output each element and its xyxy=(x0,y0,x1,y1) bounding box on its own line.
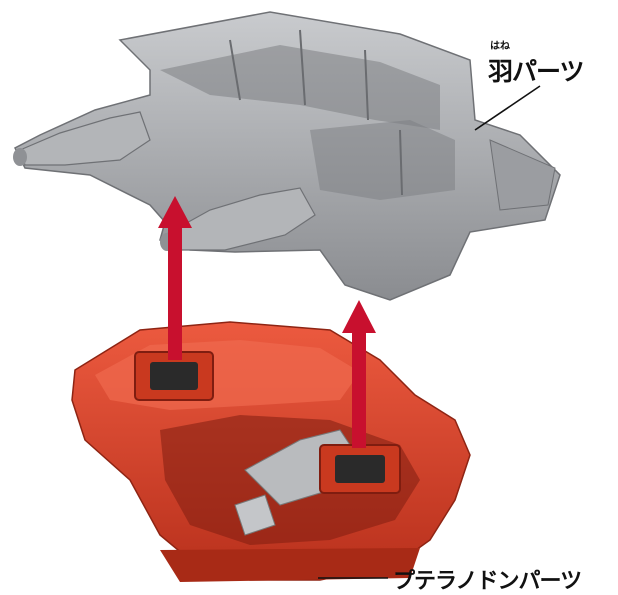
wing-leader-line xyxy=(474,85,541,131)
arrow-right xyxy=(342,300,376,448)
pteranodon-part-label: プテラノドンパーツ xyxy=(393,569,582,594)
wing-part-label: 羽パーツ xyxy=(488,57,585,86)
arrow-left xyxy=(158,196,192,360)
wing-part xyxy=(13,11,561,301)
pteranodon-part xyxy=(71,321,471,582)
wing-label-ruby: はね xyxy=(490,41,510,52)
